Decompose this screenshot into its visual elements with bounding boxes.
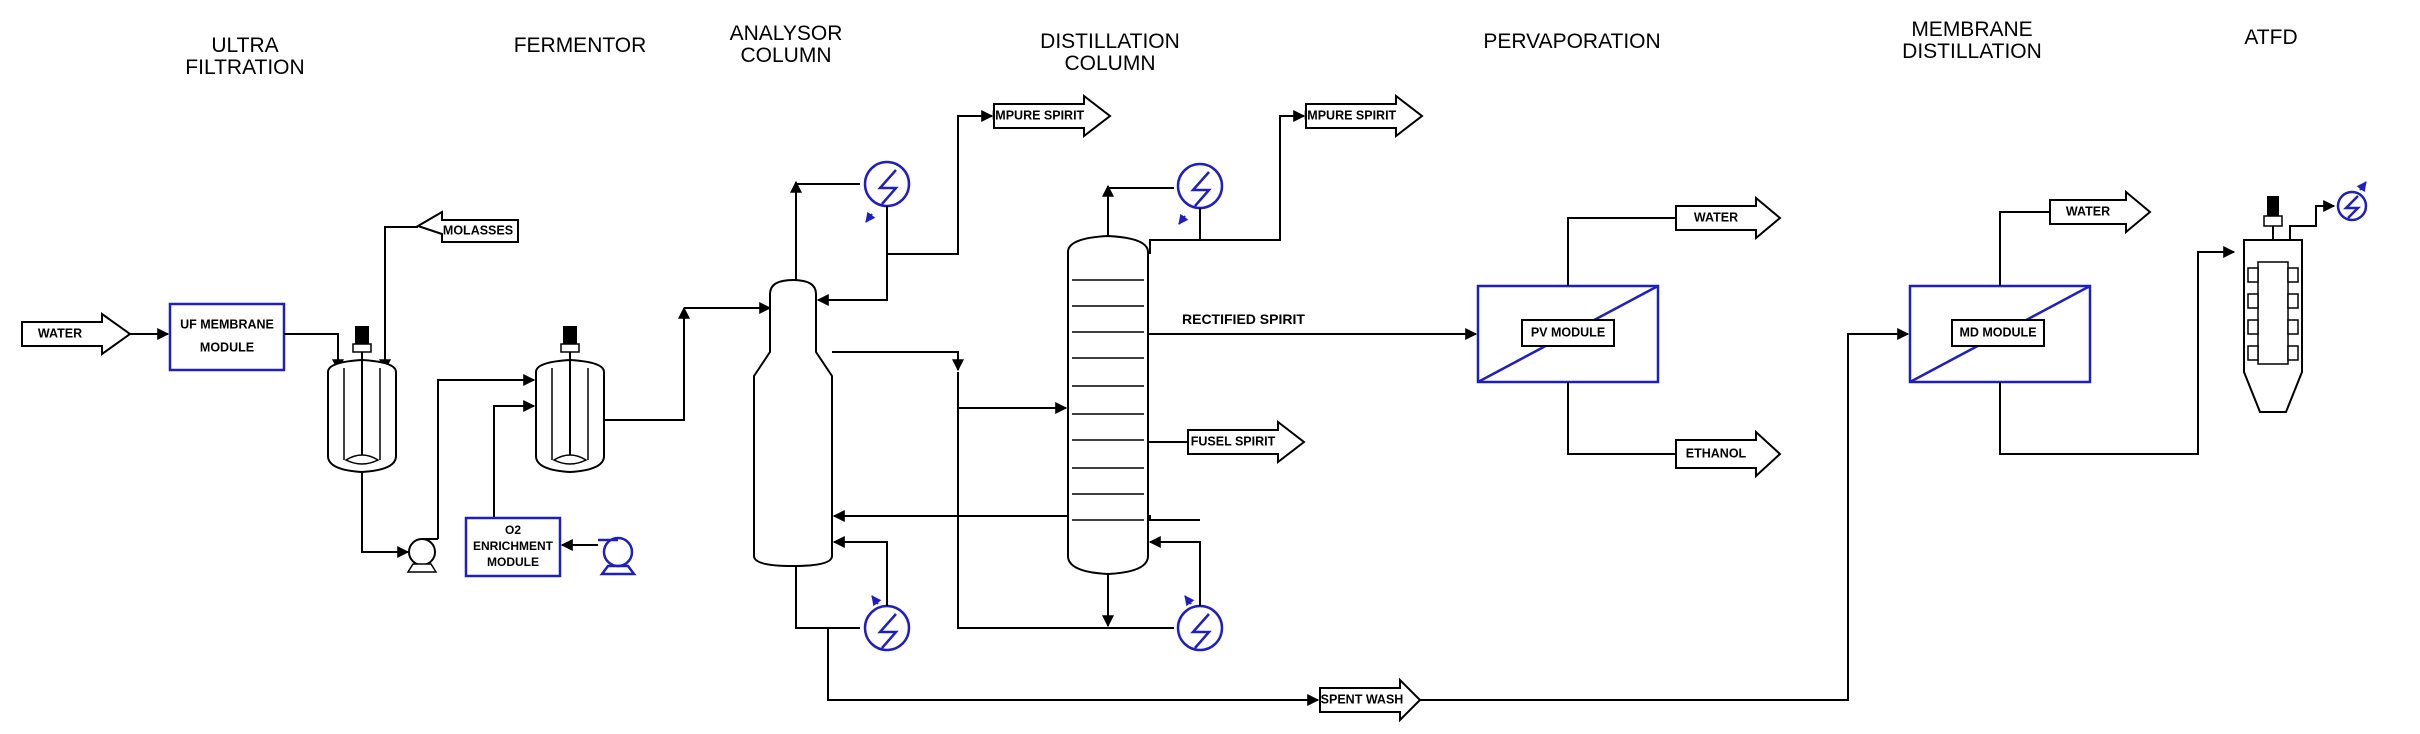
spent-wash-outlet: SPENT WASH bbox=[1319, 677, 1422, 723]
svg-text:MODULE: MODULE bbox=[200, 340, 254, 354]
analysor-to-distillation-feed-line bbox=[957, 372, 1068, 414]
md-water-outlet: WATER bbox=[2049, 189, 2152, 235]
svg-text:FERMENTOR: FERMENTOR bbox=[514, 34, 647, 57]
svg-text:ULTRA: ULTRA bbox=[211, 34, 278, 57]
svg-text:COLUMN: COLUMN bbox=[1064, 52, 1155, 75]
molasses-inlet-arrow: MOLASSES bbox=[415, 210, 519, 243]
svg-text:FUSEL SPIRIT: FUSEL SPIRIT bbox=[1191, 434, 1276, 448]
svg-text:O2: O2 bbox=[505, 523, 521, 537]
svg-text:COLUMN: COLUMN bbox=[740, 44, 831, 67]
svg-text:SPENT WASH: SPENT WASH bbox=[1321, 692, 1404, 706]
stage-title-pervaporation: PERVAPORATION bbox=[1483, 30, 1660, 53]
pump-to-fermentor-line bbox=[437, 374, 536, 539]
svg-text:ATFD: ATFD bbox=[2244, 26, 2297, 49]
svg-text:MEMBRANE: MEMBRANE bbox=[1911, 18, 2032, 41]
svg-text:PV MODULE: PV MODULE bbox=[1531, 325, 1605, 339]
rectified-spirit-label: RECTIFIED SPIRIT bbox=[1182, 311, 1305, 327]
uf-to-mixing-tank-line bbox=[284, 333, 344, 372]
svg-text:PERVAPORATION: PERVAPORATION bbox=[1483, 30, 1660, 53]
stage-title-membrane-distillation: MEMBRANE DISTILLATION bbox=[1902, 18, 2042, 63]
distillation-column bbox=[1067, 234, 1149, 576]
fermentor-vessel bbox=[535, 326, 605, 474]
svg-text:IMPURE SPIRIT: IMPURE SPIRIT bbox=[992, 108, 1085, 122]
fermentor-to-analysor-line bbox=[604, 306, 690, 421]
analysor-bottom-line bbox=[795, 566, 860, 629]
svg-text:MODULE: MODULE bbox=[487, 555, 539, 569]
condenser-to-impure-spirit-2-line bbox=[1199, 110, 1306, 241]
svg-text:WATER: WATER bbox=[2066, 204, 2110, 218]
reboiler-return-to-distillation-line bbox=[1148, 536, 1201, 606]
stage-title-distillation-column: DISTILLATION COLUMN bbox=[1040, 30, 1180, 75]
condenser-to-impure-spirit-1-line bbox=[886, 110, 994, 255]
reboiler-return-to-analysor-line bbox=[832, 536, 888, 606]
svg-text:IMPURE SPIRIT: IMPURE SPIRIT bbox=[1304, 108, 1397, 122]
stage-title-fermentor: FERMENTOR bbox=[514, 34, 647, 57]
fusel-spirit-outlet: FUSEL SPIRIT bbox=[1187, 419, 1306, 465]
impure-spirit-2-outlet: IMPURE SPIRIT bbox=[1304, 93, 1424, 139]
svg-text:ANALYSOR: ANALYSOR bbox=[730, 22, 843, 45]
molasses-to-tank-line bbox=[379, 226, 418, 372]
md-to-atfd-line bbox=[1999, 246, 2236, 455]
atfd-condenser-icon bbox=[2336, 181, 2368, 222]
svg-text:DISTILLATION: DISTILLATION bbox=[1902, 40, 2042, 63]
air-blower-icon bbox=[598, 536, 637, 576]
spent-wash-line bbox=[827, 628, 1320, 706]
svg-text:WATER: WATER bbox=[1694, 210, 1738, 224]
o2-to-fermentor-line bbox=[493, 400, 536, 518]
spent-wash-to-md-line bbox=[1420, 328, 1910, 701]
atfd-evaporator bbox=[2243, 196, 2303, 413]
stage-title-ultra-filtration: ULTRA FILTRATION bbox=[185, 34, 304, 79]
impure-spirit-1-outlet: IMPURE SPIRIT bbox=[992, 93, 1112, 139]
stage-title-atfd: ATFD bbox=[2244, 26, 2297, 49]
feed-pump bbox=[406, 538, 438, 573]
md-water-line bbox=[1999, 211, 2050, 286]
o2-enrichment-module: O2 ENRICHMENT MODULE bbox=[464, 516, 562, 578]
distillation-bottom-to-analysor-line bbox=[832, 510, 1200, 522]
pv-water-outlet: WATER bbox=[1675, 195, 1782, 241]
atfd-vapour-line bbox=[2289, 200, 2336, 240]
analysor-column bbox=[753, 278, 833, 568]
md-module: MD MODULE bbox=[1908, 284, 2092, 384]
svg-text:ETHANOL: ETHANOL bbox=[1686, 446, 1747, 460]
svg-text:UF MEMBRANE: UF MEMBRANE bbox=[180, 317, 274, 331]
pv-ethanol-line bbox=[1567, 382, 1676, 455]
svg-text:DISTILLATION: DISTILLATION bbox=[1040, 30, 1180, 53]
pv-water-line bbox=[1567, 217, 1676, 286]
distillation-reflux-line bbox=[1149, 239, 1200, 254]
analysor-reflux-line bbox=[816, 254, 888, 306]
water-inlet-arrow: WATER bbox=[21, 312, 132, 356]
pv-module: PV MODULE bbox=[1476, 284, 1660, 384]
ethanol-outlet: ETHANOL bbox=[1675, 429, 1782, 479]
svg-text:MD MODULE: MD MODULE bbox=[1959, 325, 2036, 339]
mixing-tank bbox=[327, 326, 397, 474]
stage-title-analysor-column: ANALYSOR COLUMN bbox=[730, 22, 843, 67]
analysor-side-draw-line bbox=[832, 351, 964, 372]
tank-to-pump-line bbox=[361, 472, 410, 558]
distillation-to-reboiler-line bbox=[957, 408, 1174, 629]
svg-text:FILTRATION: FILTRATION bbox=[185, 56, 304, 79]
svg-text:ENRICHMENT: ENRICHMENT bbox=[473, 539, 554, 553]
svg-text:MOLASSES: MOLASSES bbox=[443, 223, 513, 237]
uf-membrane-module: UF MEMBRANE MODULE bbox=[168, 302, 286, 372]
svg-text:WATER: WATER bbox=[38, 326, 82, 340]
